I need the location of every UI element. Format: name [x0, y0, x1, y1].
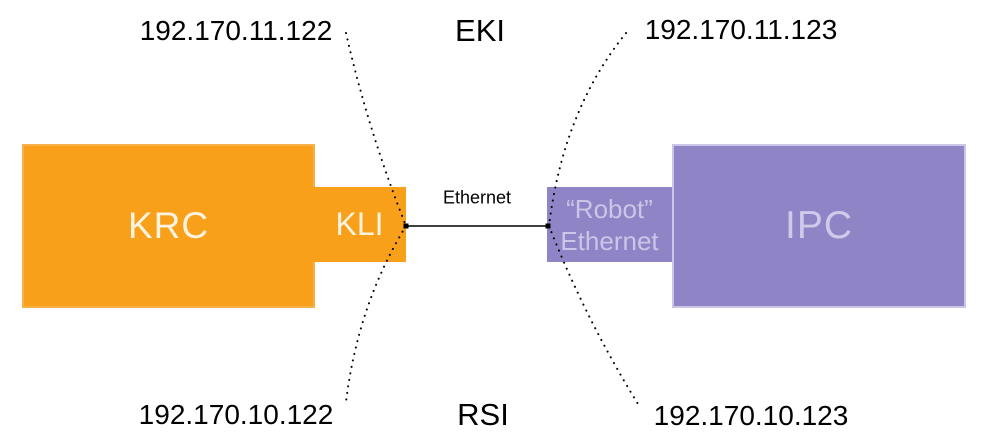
ethernet-link-label: Ethernet [442, 187, 512, 208]
robot-ethernet-port-tab: “Robot” Ethernet [547, 187, 672, 262]
krc-box: KRC [22, 144, 315, 308]
kli-port-tab: KLI [313, 187, 406, 262]
kli-port-label: KLI [335, 206, 384, 242]
interface-label-rsi: RSI [457, 397, 509, 432]
robot-port-label-line1: “Robot” [566, 193, 653, 224]
interface-label-eki: EKI [455, 13, 505, 48]
ipc-box: IPC [672, 144, 966, 308]
ip-address-eki-krc: 192.170.11.122 [139, 15, 333, 46]
ipc-label: IPC [784, 204, 853, 247]
robot-ethernet-port-label: “Robot” Ethernet [560, 193, 658, 257]
krc-label: KRC [127, 205, 210, 246]
ip-address-rsi-ipc: 192.170.10.123 [653, 400, 849, 431]
ip-address-rsi-krc: 192.170.10.122 [138, 399, 334, 430]
robot-port-label-line2: Ethernet [560, 225, 659, 256]
ip-address-eki-ipc: 192.170.11.123 [644, 14, 838, 45]
